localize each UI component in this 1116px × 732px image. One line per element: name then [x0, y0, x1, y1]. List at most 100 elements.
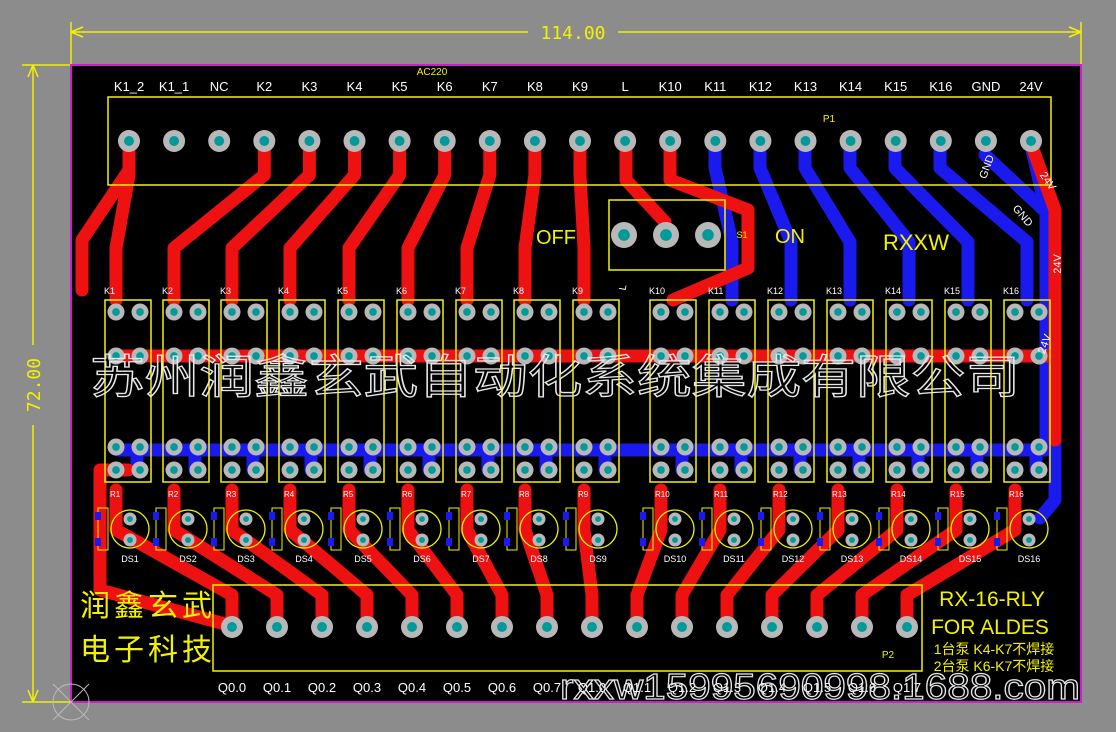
- led-15-cathode-drill: [967, 537, 973, 543]
- relay-15-pad-b-drill: [976, 308, 984, 316]
- p1-pin-label: GND: [971, 79, 1000, 94]
- p2-pin-label: Q1.5: [803, 680, 831, 695]
- trace-bottom-relay-15: [888, 134, 975, 307]
- trace-top-output-6: [401, 483, 464, 633]
- resistor-4-label: R4: [284, 490, 295, 499]
- led-13-cathode-drill: [849, 537, 855, 543]
- trace-top-output-16: [900, 483, 1022, 633]
- relay-6-pad-b-drill: [428, 308, 436, 316]
- resistor-11-pad-bottom: [699, 538, 705, 546]
- led-6-cathode-drill: [419, 537, 425, 543]
- p2-pin-8-drill: [542, 622, 552, 632]
- relay-9-pad-a-drill: [580, 308, 588, 316]
- relay-3-pad-h-drill: [252, 466, 260, 474]
- relay-3-label: K3: [220, 286, 231, 296]
- trace-top-relay-2: [167, 134, 271, 307]
- relay-2-pad-d-drill: [194, 352, 202, 360]
- p1-pin-18-drill: [890, 136, 901, 146]
- p1-pin-13-drill: [665, 136, 676, 146]
- relay-4-outline: [278, 299, 326, 483]
- resistor-12-pad-top: [758, 512, 764, 520]
- p1-pin-10-drill: [529, 136, 540, 146]
- relay-7-pad-g-drill: [463, 466, 471, 474]
- relay-15-pad-f-drill: [976, 443, 984, 451]
- p1-pin-3-drill: [214, 136, 225, 146]
- p2-pin-16-drill: [902, 622, 912, 632]
- relay-6-outline: [396, 299, 444, 483]
- relay-14-pad-b-drill: [917, 308, 925, 316]
- led-15-label: DS15: [959, 554, 982, 564]
- resistor-15-pad-top: [935, 512, 941, 520]
- resistor-9-outline: [565, 507, 577, 551]
- relay-5-pad-f-drill: [369, 443, 377, 451]
- led-11-anode-drill: [731, 516, 737, 522]
- relay-5-pad-b-drill: [369, 308, 377, 316]
- led-3-outline: [226, 509, 266, 549]
- resistor-1-outline: [97, 507, 109, 551]
- relay-12-pad-a-drill: [775, 308, 783, 316]
- relay-3-pad-f-drill: [252, 443, 260, 451]
- trace-top-output-11: [675, 483, 727, 633]
- company-watermark: 苏州润鑫玄武自动化系统集成有限公司: [90, 351, 1020, 403]
- p2-pin-label: Q0.7: [533, 680, 561, 695]
- led-12-cathode-drill: [790, 537, 796, 543]
- relay-2-label: K2: [162, 286, 173, 296]
- relay-5-label: K5: [337, 286, 348, 296]
- resistor-10-label: R10: [655, 490, 670, 499]
- switch-outline: [608, 199, 726, 271]
- relay-3-pad-a-drill: [228, 308, 236, 316]
- p1-pin-label: K6: [437, 79, 453, 94]
- resistor-9-label: R9: [578, 490, 589, 499]
- led-8-cathode-drill: [536, 537, 542, 543]
- switch-off-label: OFF: [536, 227, 576, 249]
- trace-top-output-8: [518, 483, 554, 633]
- resistor-12-pad-bottom: [758, 538, 764, 546]
- p1-pin-4-drill: [259, 136, 270, 146]
- resistor-2-pad-top: [153, 512, 159, 520]
- trace-top-output-10: [630, 483, 668, 633]
- trace-label-l: L: [618, 283, 630, 291]
- led-15-outline: [950, 509, 990, 549]
- resistor-11-label: R11: [714, 490, 729, 499]
- p2-pin-label: Q1.3: [713, 680, 741, 695]
- led-5-label: DS5: [354, 554, 372, 564]
- p2-pin-13-drill: [767, 622, 777, 632]
- led-4-cathode-drill: [301, 537, 307, 543]
- relay-8-pad-f-drill: [545, 443, 553, 451]
- relay-9-outline: [572, 299, 620, 483]
- led-3-anode-drill: [243, 516, 249, 522]
- resistor-14-pad-bottom: [876, 538, 882, 546]
- p1-outline: [107, 96, 1052, 186]
- resistor-15-outline: [937, 507, 949, 551]
- resistor-5-pad-bottom: [328, 538, 334, 546]
- resistor-16-label: R16: [1009, 490, 1024, 499]
- relay-1-pad-h-drill: [136, 466, 144, 474]
- relay-15-label: K15: [944, 286, 960, 296]
- relay-11-pad-g-drill: [716, 466, 724, 474]
- p2-pin-label: Q1.1: [623, 680, 651, 695]
- relay-6-pad-h-drill: [428, 466, 436, 474]
- led-1-label: DS1: [121, 554, 139, 564]
- relay-5-pad-g-drill: [345, 466, 353, 474]
- relay-7-outline: [455, 299, 503, 483]
- relay-2-pad-e-drill: [170, 443, 178, 451]
- p2-pin-12-drill: [722, 622, 732, 632]
- led-14-label: DS14: [900, 554, 923, 564]
- relay-12-pad-e-drill: [775, 443, 783, 451]
- p2-pin-label: Q0.0: [218, 680, 246, 695]
- led-6-anode-drill: [419, 516, 425, 522]
- relay-16-pad-e-drill: [1011, 443, 1019, 451]
- led-13-label: DS13: [841, 554, 864, 564]
- relay-10-pad-c-drill: [657, 352, 665, 360]
- relay-8-pad-e-drill: [521, 443, 529, 451]
- p2-pin-label: Q1.4: [758, 680, 786, 695]
- relay-12-pad-d-drill: [799, 352, 807, 360]
- resistor-13-pad-bottom: [817, 538, 823, 546]
- p1-pin-label: L: [621, 79, 628, 94]
- led-7-outline: [461, 509, 501, 549]
- url-watermark: rxxw15995690998.1688.com: [560, 666, 1080, 707]
- led-16-outline: [1009, 509, 1049, 549]
- resistor-13-pad-top: [817, 512, 823, 520]
- resistor-9-pad-bottom: [563, 538, 569, 546]
- resistor-3-outline: [213, 507, 225, 551]
